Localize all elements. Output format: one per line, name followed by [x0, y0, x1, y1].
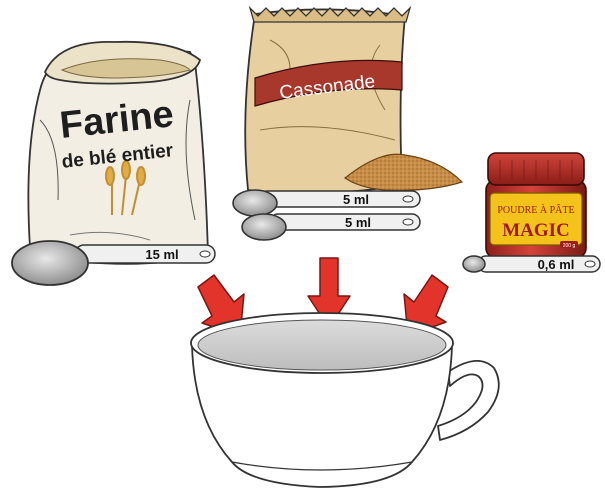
sugar-spoon2-label: 5 ml	[345, 215, 371, 230]
cup-body	[191, 344, 453, 488]
flour-bag-body	[27, 46, 209, 265]
jar-name-line1: POUDRE À PÂTE	[497, 204, 574, 216]
wheat-icon	[105, 160, 146, 216]
flour-contents	[60, 58, 191, 79]
sugar-spoon1-label: 5 ml	[343, 192, 369, 207]
jar-label	[489, 192, 583, 246]
jar-small-text: 200 g	[563, 243, 576, 249]
cup-handle	[437, 360, 500, 441]
teaspoon-5ml-2: 5 ml	[241, 213, 421, 241]
cup-contents	[197, 319, 447, 371]
cassonade-band	[254, 59, 403, 107]
brown-sugar-pile	[343, 153, 464, 191]
flour-spoon-label: 15 ml	[145, 247, 178, 262]
arrow-center-icon	[307, 257, 351, 329]
jar-name-line2: MAGIC	[502, 220, 570, 241]
tablespoon-15ml: 15 ml	[11, 240, 216, 286]
brown-sugar-bag: Cassonade	[244, 5, 412, 194]
flour-bag: Farine de blé entier	[27, 40, 209, 265]
mixing-cup	[190, 312, 500, 488]
jar-spoon-label: 0,6 ml	[538, 257, 575, 272]
baking-powder-jar: POUDRE À PÂTE MAGIC 200 g	[485, 152, 587, 259]
teaspoon-5ml-1: 5 ml	[232, 189, 421, 217]
sugar-bag-seal	[248, 5, 412, 23]
measuring-spoon-0-6ml: 0,6 ml	[462, 255, 601, 273]
